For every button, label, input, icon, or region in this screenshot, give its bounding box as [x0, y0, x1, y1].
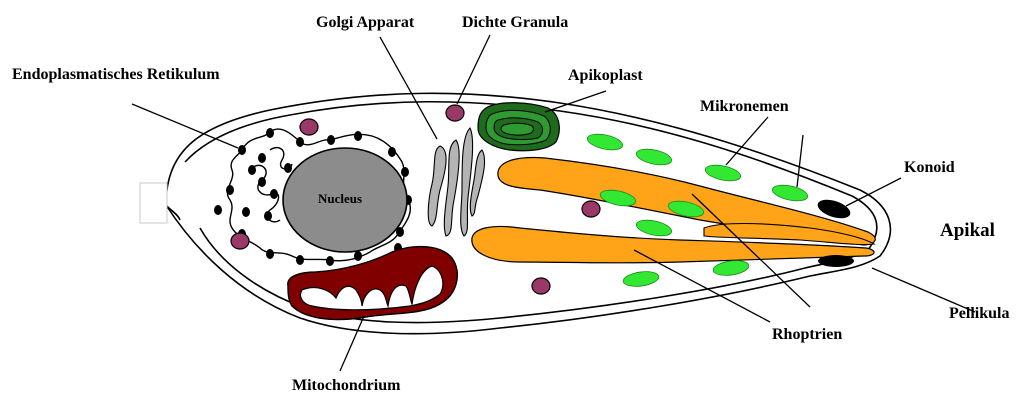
nucleus-label: Nucleus	[318, 191, 362, 206]
label-conoid: Konoid	[904, 159, 955, 176]
ribosome	[238, 145, 246, 155]
label-apical: Apikal	[940, 220, 995, 241]
ribosome	[242, 207, 250, 217]
apicoplast-core	[501, 123, 533, 135]
ribosome	[258, 177, 266, 187]
ribosome	[401, 167, 409, 177]
label-rhoptries: Rhoptrien	[772, 326, 842, 343]
ribosome	[327, 135, 335, 145]
ribosome	[296, 255, 304, 265]
label-pellicle: Pellikula	[949, 305, 1009, 322]
ribosome	[258, 153, 266, 163]
dense-granule	[231, 233, 249, 249]
label-golgi: Golgi Apparat	[316, 14, 415, 31]
dense-granule	[446, 105, 464, 121]
conoid-lower	[818, 255, 854, 267]
dense-granule	[300, 119, 318, 135]
ribosome	[354, 251, 362, 261]
label-dense-granula: Dichte Granula	[462, 14, 568, 31]
label-er: Endoplasmatisches Retikulum	[12, 66, 220, 83]
dense-granule	[582, 201, 600, 217]
ribosome	[266, 249, 274, 259]
ribosome	[326, 256, 334, 266]
ribosome	[270, 189, 278, 199]
label-apicoplast: Apikoplast	[568, 67, 643, 84]
label-micronemes: Mikronemen	[700, 98, 789, 115]
dense-granule	[532, 278, 550, 294]
ribosome	[266, 128, 274, 138]
posterior-box	[140, 183, 167, 223]
label-mitochondrion: Mitochondrium	[292, 377, 401, 394]
ribosome	[226, 185, 234, 195]
ribosome	[284, 163, 292, 173]
ribosome	[264, 211, 272, 221]
ribosome	[248, 165, 256, 175]
ribosome	[388, 147, 396, 157]
apicoplast	[478, 103, 559, 151]
ribosome	[296, 137, 304, 147]
ribosome	[354, 131, 362, 141]
ribosome	[214, 205, 222, 215]
